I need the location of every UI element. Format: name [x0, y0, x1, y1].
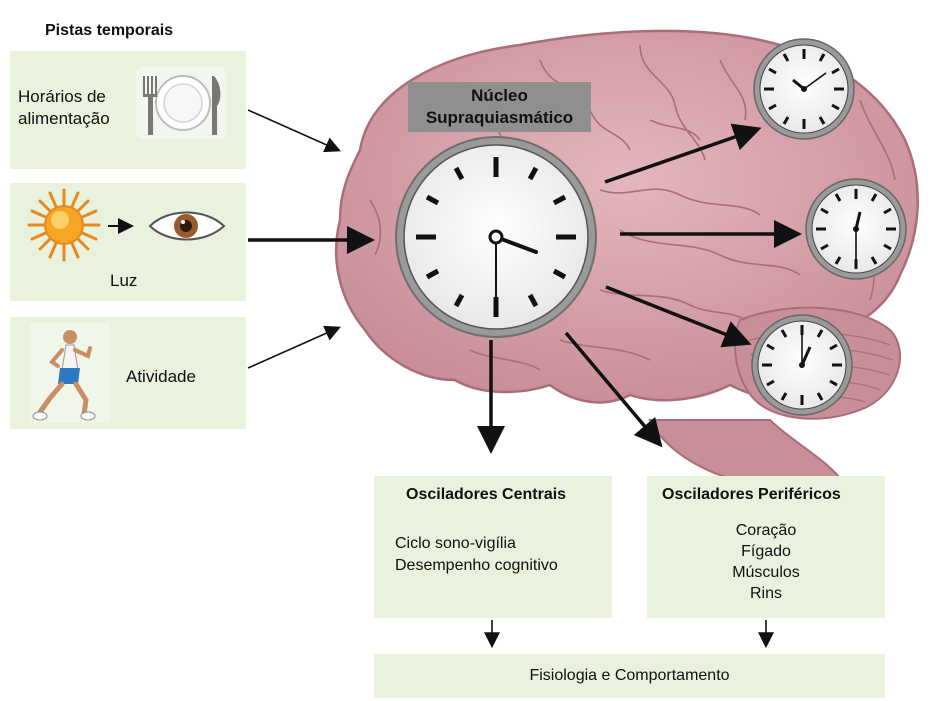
outcome-label: Fisiologia e Comportamento [374, 667, 885, 685]
peripheral-line: Músculos [647, 564, 885, 582]
feeding-label-line1: Horários de [18, 86, 106, 108]
arrow-feeding-to-scn [248, 110, 338, 150]
plate-cutlery-icon [136, 67, 226, 139]
peripheral-clock-top [754, 39, 854, 139]
activity-label: Atividade [126, 366, 196, 388]
sun-icon [29, 190, 99, 260]
scn-label-line1: Núcleo [408, 85, 591, 107]
arrow-activity-to-scn [248, 328, 338, 368]
peripheral-clock-middle [806, 179, 906, 279]
brain-stem [650, 420, 840, 480]
peripheral-clock-bottom [752, 315, 852, 415]
light-label: Luz [110, 270, 137, 292]
central-line: Ciclo sono-vigília [395, 535, 516, 553]
central-title: Osciladores Centrais [406, 486, 566, 504]
cues-title: Pistas temporais [45, 22, 173, 40]
peripheral-line: Coração [647, 522, 885, 540]
peripheral-line: Fígado [647, 543, 885, 561]
central-line: Desempenho cognitivo [395, 557, 558, 575]
scn-clock [396, 137, 596, 337]
scn-label: Núcleo Supraquiasmático [408, 82, 591, 132]
peripheral-title: Osciladores Periféricos [662, 486, 841, 504]
peripheral-line: Rins [647, 585, 885, 603]
runner-icon [30, 323, 110, 423]
feeding-label-line2: alimentação [18, 108, 110, 130]
scn-label-line2: Supraquiasmático [408, 107, 591, 129]
